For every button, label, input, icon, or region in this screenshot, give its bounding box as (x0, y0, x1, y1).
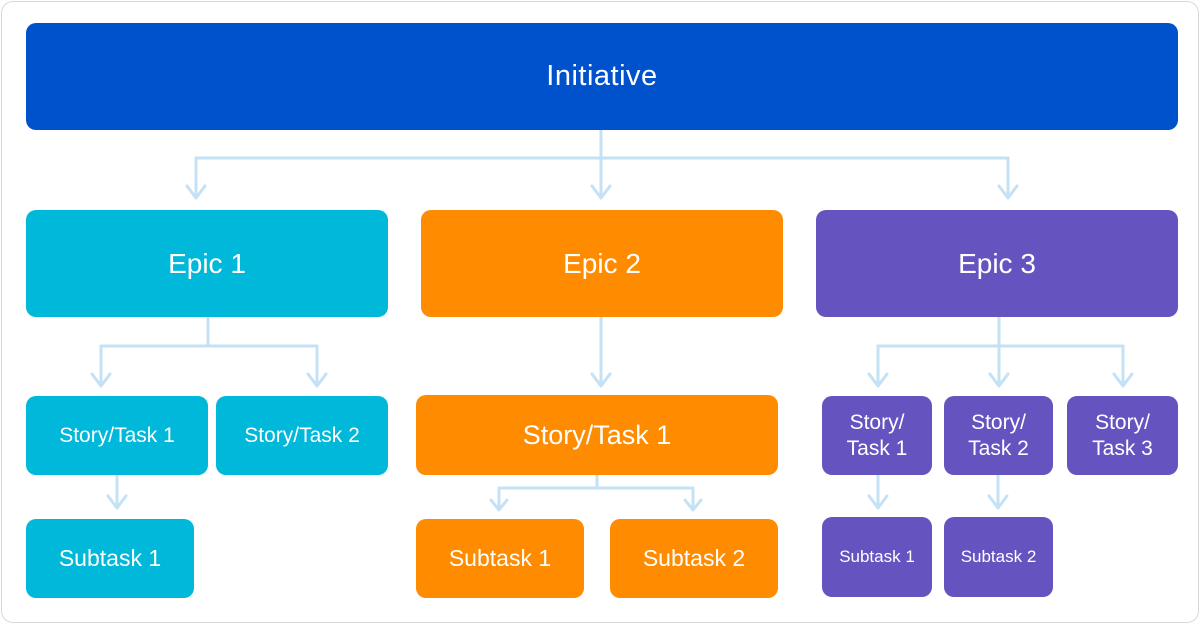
initiative-box: Initiative (26, 23, 1178, 130)
epic-3-story-1-label-line2: Task 1 (846, 436, 908, 460)
epic-3-story-2-box: Story/ Task 2 (944, 396, 1053, 475)
epic-3-story-3-label-line2: Task 3 (1092, 436, 1153, 460)
epic-3-subtask-1-box: Subtask 1 (822, 517, 932, 597)
epic-1-story-2-label: Story/Task 2 (244, 423, 360, 447)
epic-3-subtask-2-label: Subtask 2 (960, 546, 1037, 566)
epic-2-label: Epic 2 (563, 247, 641, 279)
epic-1-story-1-label: Story/Task 1 (59, 423, 175, 447)
epic-3-story-3-label-line1: Story/ (1095, 411, 1150, 435)
epic-3-box: Epic 3 (816, 210, 1178, 317)
epic-2-box: Epic 2 (421, 210, 783, 317)
epic-1-box: Epic 1 (26, 210, 388, 317)
epic-2-story-1-box: Story/Task 1 (416, 395, 778, 475)
epic-3-label: Epic 3 (958, 247, 1036, 279)
epic-2-subtask-1-box: Subtask 1 (416, 519, 584, 598)
epic-2-subtask-1-label: Subtask 1 (448, 544, 552, 571)
epic-1-subtask-1-label: Subtask 1 (58, 544, 162, 571)
epic-2-subtask-2-label: Subtask 2 (642, 544, 746, 571)
epic-3-subtask-1-label: Subtask 1 (839, 546, 915, 566)
epic-1-story-2-box: Story/Task 2 (216, 396, 388, 475)
epic-3-story-1-label-line1: Story/ (849, 411, 905, 435)
epic-1-subtask-1-box: Subtask 1 (26, 519, 194, 598)
epic-1-label: Epic 1 (168, 247, 246, 279)
epic-2-story-1-label: Story/Task 1 (522, 419, 672, 450)
epic-1-story-1-box: Story/Task 1 (26, 396, 208, 475)
epic-3-story-2-label-line1: Story/ (971, 411, 1026, 435)
initiative-label: Initiative (546, 60, 658, 93)
epic-2-subtask-2-box: Subtask 2 (610, 519, 778, 598)
epic-3-subtask-2-box: Subtask 2 (944, 517, 1053, 597)
epic-3-story-1-box: Story/ Task 1 (822, 396, 932, 475)
epic-3-story-3-box: Story/ Task 3 (1067, 396, 1178, 475)
epic-3-story-2-label-line2: Task 2 (968, 436, 1029, 460)
